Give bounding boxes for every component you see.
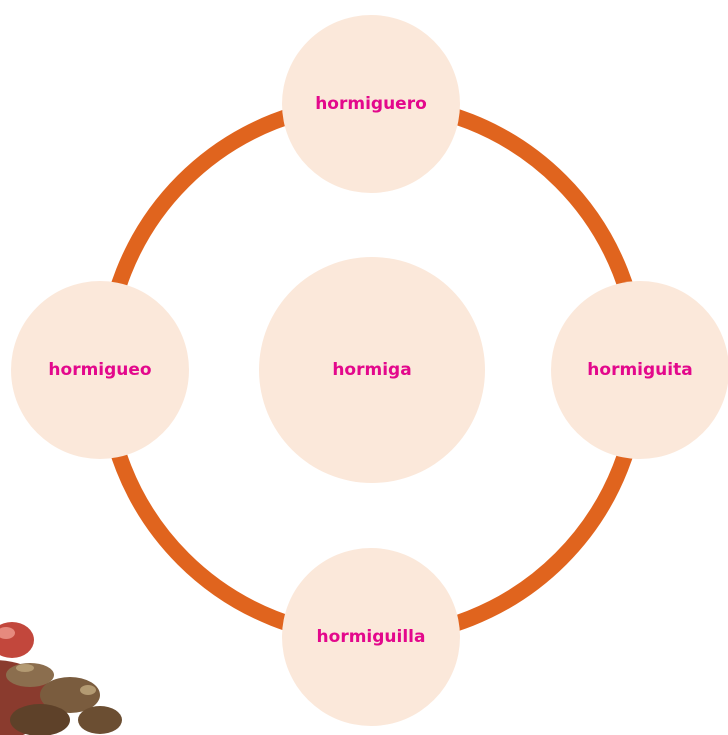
top-node-label: hormiguero	[315, 94, 427, 114]
bottom-node-label: hormiguilla	[317, 627, 426, 647]
top-node-circle	[282, 15, 460, 193]
bottom-node-circle	[282, 548, 460, 726]
left-node: hormigueo	[11, 281, 189, 459]
center-node-circle	[259, 257, 485, 483]
center-node-label: hormiga	[332, 360, 411, 380]
top-node: hormiguero	[282, 15, 460, 193]
left-node-label: hormigueo	[48, 360, 151, 380]
ant-icon	[0, 622, 122, 735]
right-node-circle	[551, 281, 728, 459]
center-node: hormiga	[259, 257, 485, 483]
right-node-label: hormiguita	[587, 360, 692, 380]
right-node: hormiguita	[551, 281, 728, 459]
bottom-node: hormiguilla	[282, 548, 460, 726]
left-node-circle	[11, 281, 189, 459]
